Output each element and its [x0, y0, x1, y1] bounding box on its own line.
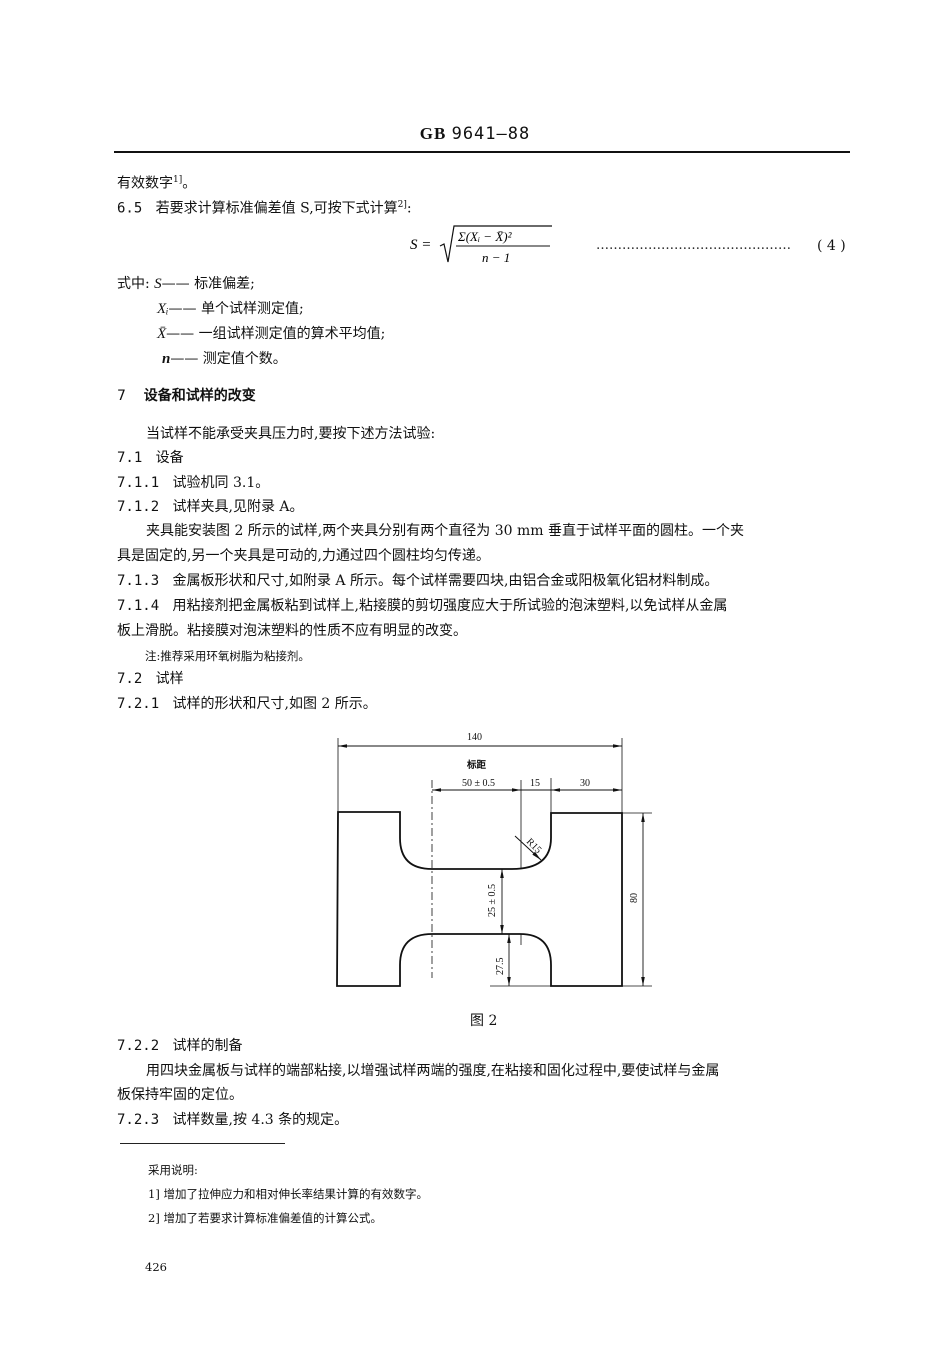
standard-prefix: GB	[419, 124, 447, 143]
section-7-1-4-line-2: 板上滑脱。粘接膜对泡沫塑料的性质不应有明显的改变。	[117, 623, 467, 639]
formula-4: S = Σ(Xᵢ − X̄)² n − 1	[410, 222, 570, 268]
section-7-heading: 7 设备和试样的改变	[117, 386, 256, 406]
where-line-xi: Xᵢ—— 单个试样测定值;	[157, 299, 304, 319]
dim-fillet-offset: 15	[530, 778, 540, 789]
section-7-1: 7.1 设备	[117, 448, 184, 468]
section-number: 7	[117, 388, 126, 404]
section-number: 7.1.2	[117, 499, 160, 515]
symbol-xi: Xᵢ	[157, 301, 169, 317]
dim-gauge-label: 标距	[466, 759, 487, 771]
section-7-2-3: 7.2.3 试样数量,按 4.3 条的规定。	[117, 1110, 348, 1130]
section-7-2-1: 7.2.1 试样的形状和尺寸,如图 2 所示。	[117, 694, 377, 714]
section-text-line-1: 用粘接剂把金属板粘到试样上,粘接膜的剪切强度应大于所试验的泡沫塑料,以免试样从金…	[172, 598, 728, 614]
formula-numerator: Σ(Xᵢ − X̄)²	[457, 229, 513, 244]
formula-denominator: n − 1	[482, 250, 510, 265]
continued-end: 。	[182, 175, 197, 192]
section-6-5: 6.5 若要求计算标准偏差值 S,可按下式计算2]:	[117, 195, 412, 219]
dim-end-length: 30	[580, 778, 590, 789]
header-rule	[114, 151, 850, 153]
section-7-1-2: 7.1.2 试样夹具,见附录 A。	[117, 497, 304, 517]
dim-shoulder-height: 27.5	[495, 958, 506, 976]
section-end: :	[406, 200, 412, 217]
page-number: 426	[145, 1260, 167, 1274]
section-7-2: 7.2 试样	[117, 669, 184, 689]
symbol-n: n	[162, 351, 171, 367]
symbol-s: S	[154, 276, 162, 292]
footnote-2: 2] 增加了若要求计算标准偏差值的计算公式。	[148, 1211, 382, 1225]
section-number: 7.1.4	[117, 598, 160, 614]
section-number: 7.1.3	[117, 573, 160, 589]
adhesive-note: 注:推荐采用环氧树脂为粘接剂。	[145, 649, 310, 663]
section-title: 试样的制备	[172, 1038, 243, 1054]
formula-lhs: S =	[410, 237, 431, 253]
section-number: 7.1	[117, 450, 143, 466]
section-title: 试样	[155, 671, 184, 687]
section-number: 7.2	[117, 671, 143, 687]
footnote-rule	[120, 1143, 285, 1144]
footnote-1: 1] 增加了拉伸应力和相对伸长率结果计算的有效数字。	[148, 1187, 428, 1201]
dim-gauge-length: 50 ± 0.5	[462, 778, 495, 789]
section-7-1-3: 7.1.3 金属板形状和尺寸,如附录 A 所示。每个试样需要四块,由铝合金或阳极…	[117, 571, 718, 591]
document-header: GB 9641—88	[0, 124, 950, 144]
section-number: 6.5	[117, 200, 143, 217]
where-line-s: 式中: S—— 标准偏差;	[117, 274, 255, 294]
dim-radius: R15	[524, 836, 544, 856]
section-7-1-1: 7.1.1 试验机同 3.1。	[117, 473, 269, 493]
section-text: 试样数量,按 4.3 条的规定。	[172, 1112, 349, 1128]
section-title: 设备	[155, 450, 184, 466]
symbol-xbar: X̄	[157, 326, 167, 342]
footnote-ref-2: 2]	[397, 200, 407, 210]
continued-line: 有效数字1]。	[117, 170, 196, 194]
fixture-paragraph-line-1: 夹具能安装图 2 所示的试样,两个夹具分别有两个直径为 30 mm 垂直于试样平…	[146, 523, 744, 539]
section-title: 设备和试样的改变	[143, 388, 256, 404]
section-number: 7.1.1	[117, 475, 160, 491]
section-7-1-4: 7.1.4 用粘接剂把金属板粘到试样上,粘接膜的剪切强度应大于所试验的泡沫塑料,…	[117, 596, 727, 616]
figure-caption: 图 2	[470, 1013, 498, 1029]
dim-overall-length: 140	[467, 732, 482, 743]
section-text: 金属板形状和尺寸,如附录 A 所示。每个试样需要四块,由铝合金或阳极氧化铝材料制…	[172, 573, 719, 589]
footnote-title: 采用说明:	[148, 1163, 198, 1177]
preparation-paragraph-line-2: 板保持牢固的定位。	[117, 1087, 243, 1103]
section-7-2-2: 7.2.2 试样的制备	[117, 1036, 243, 1056]
symbol-n-desc: —— 测定值个数。	[170, 351, 287, 367]
section-text: 试样的形状和尺寸,如图 2 所示。	[172, 696, 377, 712]
fixture-paragraph-line-2: 具是固定的,另一个夹具是可动的,力通过四个圆柱均匀传递。	[117, 548, 490, 564]
section-number: 7.2.3	[117, 1112, 160, 1128]
where-intro: 式中:	[117, 276, 150, 292]
dim-overall-width: 80	[629, 893, 640, 903]
section-7-intro: 当试样不能承受夹具压力时,要按下述方法试验:	[146, 426, 436, 442]
symbol-s-desc: —— 标准偏差;	[161, 276, 255, 292]
where-line-n: n—— 测定值个数。	[162, 349, 287, 369]
std-dev-formula: S = Σ(Xᵢ − X̄)² n − 1	[410, 225, 552, 265]
symbol-xi-desc: —— 单个试样测定值;	[168, 301, 304, 317]
sqrt-sign	[439, 225, 552, 263]
continued-text: 有效数字	[117, 175, 173, 192]
footnote-ref-1: 1]	[173, 175, 183, 185]
section-text: 试验机同 3.1。	[172, 475, 270, 491]
section-number: 7.2.2	[117, 1038, 160, 1054]
equation-number: ( 4 )	[817, 238, 846, 254]
section-number: 7.2.1	[117, 696, 160, 712]
equation-leader: ………………………………………	[596, 238, 791, 253]
section-text: 若要求计算标准偏差值 S,可按下式计算	[155, 200, 398, 217]
where-line-xbar: X̄—— 一组试样测定值的算术平均值;	[157, 324, 385, 344]
section-text: 试样夹具,见附录 A。	[172, 499, 304, 515]
specimen-outline	[336, 811, 623, 987]
standard-number: 9641—88	[451, 124, 531, 144]
symbol-xbar-desc: —— 一组试样测定值的算术平均值;	[166, 326, 386, 342]
preparation-paragraph-line-1: 用四块金属板与试样的端部粘接,以增强试样两端的强度,在粘接和固化过程中,要使试样…	[146, 1063, 720, 1079]
dim-neck-width: 25 ± 0.5	[487, 884, 498, 917]
